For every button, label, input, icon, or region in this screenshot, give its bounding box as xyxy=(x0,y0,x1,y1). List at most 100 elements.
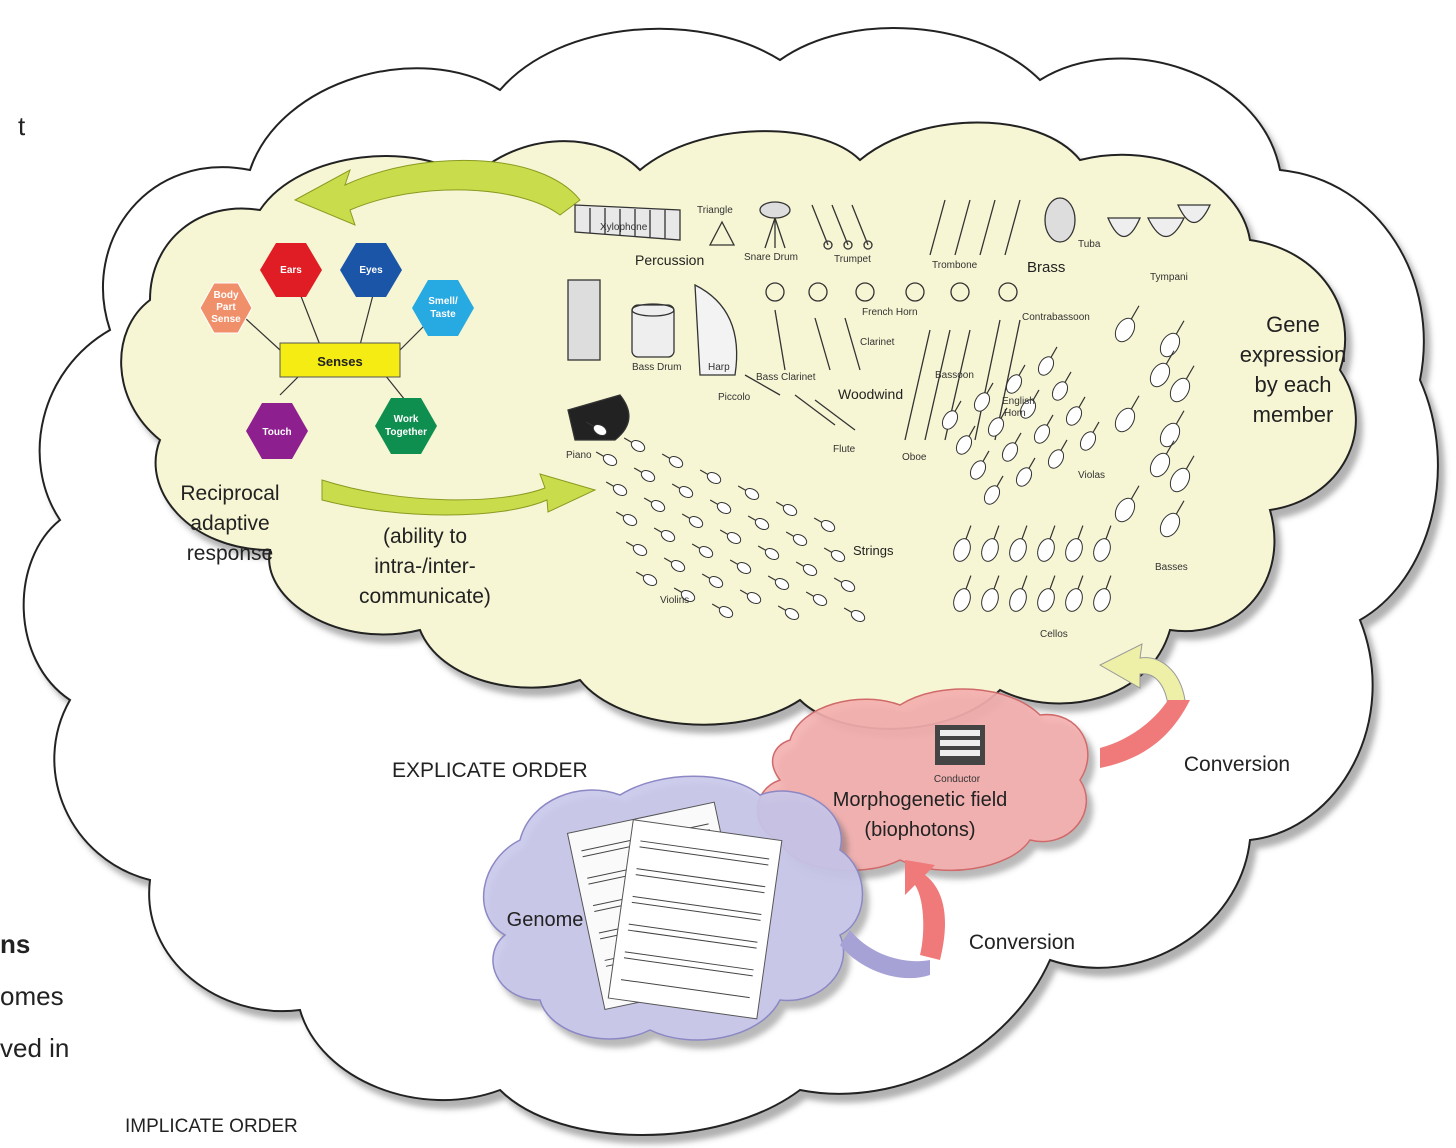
string-instrument-icon xyxy=(1159,320,1185,358)
label-bass-clarinet: Bass Clarinet xyxy=(756,372,816,383)
snare-drum-icon xyxy=(759,201,791,249)
string-instrument-icon xyxy=(1159,410,1185,448)
string-instrument-icon xyxy=(1009,525,1028,562)
svg-text:Taste: Taste xyxy=(430,309,456,320)
label-trumpet: Trumpet xyxy=(834,254,871,265)
communicate-line-2: intra-/inter- xyxy=(374,555,476,578)
string-instrument-icon xyxy=(757,545,780,560)
string-instrument-icon xyxy=(1019,389,1040,419)
string-instrument-icon xyxy=(767,575,790,590)
section-brass: Brass xyxy=(1027,259,1065,276)
string-instrument-icon xyxy=(1149,350,1175,388)
string-instrument-icon xyxy=(983,475,1004,505)
string-instrument-icon xyxy=(681,513,704,528)
string-instrument-icon xyxy=(719,529,742,544)
label-cellos: Cellos xyxy=(1040,629,1068,640)
string-instrument-icon xyxy=(843,607,866,622)
senses-label: Senses xyxy=(317,354,363,369)
string-instrument-icon xyxy=(605,481,628,496)
green-arrow-top xyxy=(293,159,581,226)
trombone-icons xyxy=(929,199,1021,256)
senses-box: Senses xyxy=(279,342,401,378)
string-instrument-icon xyxy=(711,603,734,618)
harp-icon xyxy=(694,283,738,376)
morphogenetic-line-1: Morphogenetic field xyxy=(833,789,1008,811)
string-instrument-icon xyxy=(595,451,618,466)
label-snare-drum: Snare Drum xyxy=(744,252,798,263)
string-instrument-icon xyxy=(953,525,972,562)
red-conversion-arrow-lower xyxy=(905,860,945,960)
string-instrument-icon xyxy=(585,421,608,436)
svg-text:Smell/: Smell/ xyxy=(428,296,458,307)
strings-icons xyxy=(585,305,1195,622)
label-tympani: Tympani xyxy=(1150,272,1188,283)
hex-ears-label: Ears xyxy=(280,265,302,276)
label-oboe: Oboe xyxy=(902,452,927,463)
string-instrument-icon xyxy=(823,547,846,562)
hex-eyes-label: Eyes xyxy=(359,265,383,276)
string-instrument-icon xyxy=(1079,421,1100,451)
string-instrument-icon xyxy=(1114,485,1140,523)
implicate-order-label: IMPLICATE ORDER xyxy=(125,1116,298,1137)
communicate-line-3: communicate) xyxy=(359,585,491,608)
purple-conversion-arrow xyxy=(840,930,930,979)
sheet-music-icon xyxy=(566,801,783,1020)
string-instrument-icon xyxy=(973,382,994,412)
string-instrument-icon xyxy=(1033,414,1054,444)
string-instrument-icon xyxy=(1065,525,1084,562)
label-contrabassoon: Contrabassoon xyxy=(1022,312,1090,323)
label-tuba: Tuba xyxy=(1078,239,1101,250)
label-trombone: Trombone xyxy=(932,260,978,271)
string-instrument-icon xyxy=(987,407,1008,437)
string-instrument-icon xyxy=(1009,575,1028,612)
hex-smell-taste: Smell/ Taste xyxy=(412,280,474,336)
string-instrument-icon xyxy=(1169,365,1195,403)
string-instrument-icon xyxy=(653,527,676,542)
fragment-ns: ns xyxy=(0,929,30,959)
label-violins: Violins xyxy=(660,595,689,606)
string-instrument-icon xyxy=(1001,432,1022,462)
yellow-conversion-arrow xyxy=(1098,643,1186,706)
label-flute: Flute xyxy=(833,444,856,455)
reciprocal-line-3: response xyxy=(187,542,273,565)
string-instrument-icon xyxy=(833,577,856,592)
tuba-icon xyxy=(1044,197,1076,243)
gene-line-4: member xyxy=(1253,402,1334,427)
conversion-label-lower: Conversion xyxy=(969,931,1075,954)
string-instrument-icon xyxy=(1093,575,1112,612)
string-instrument-icon xyxy=(635,571,658,586)
label-english-horn-2: Horn xyxy=(1004,408,1026,419)
string-instrument-icon xyxy=(1114,305,1140,343)
genome-label: Genome xyxy=(507,909,584,931)
conductor-icon xyxy=(935,725,985,765)
french-horn-icons xyxy=(765,282,1018,302)
label-violas: Violas xyxy=(1078,470,1105,481)
string-instrument-icon xyxy=(1065,396,1086,426)
hex-touch: Touch xyxy=(246,403,308,459)
string-instrument-icon xyxy=(785,531,808,546)
string-instrument-icon xyxy=(691,543,714,558)
string-instrument-icon xyxy=(1114,395,1140,433)
string-instrument-icon xyxy=(625,541,648,556)
svg-text:Part: Part xyxy=(216,302,236,313)
string-instrument-icon xyxy=(1037,346,1058,376)
gene-line-3: by each xyxy=(1254,372,1331,397)
conductor-label: Conductor xyxy=(934,774,981,785)
trumpet-icons xyxy=(811,204,873,250)
hex-eyes: Eyes xyxy=(340,243,402,297)
hex-work-together: Work Together xyxy=(375,398,437,454)
string-instrument-icon xyxy=(1169,455,1195,493)
hex-body-part-sense: Body Part Sense xyxy=(199,282,253,334)
fragment-t: t xyxy=(18,111,26,141)
string-instrument-icon xyxy=(1037,575,1056,612)
string-instrument-icon xyxy=(775,501,798,516)
green-arrow-bottom xyxy=(321,473,597,516)
label-french-horn: French Horn xyxy=(862,307,918,318)
xylophone-icon xyxy=(574,204,681,241)
chimes-icon xyxy=(567,279,601,361)
section-strings: Strings xyxy=(853,543,894,558)
morphogenetic-line-2: (biophotons) xyxy=(864,819,975,841)
string-instrument-icon xyxy=(699,469,722,484)
string-instrument-icon xyxy=(1051,371,1072,401)
string-instrument-icon xyxy=(969,450,990,480)
